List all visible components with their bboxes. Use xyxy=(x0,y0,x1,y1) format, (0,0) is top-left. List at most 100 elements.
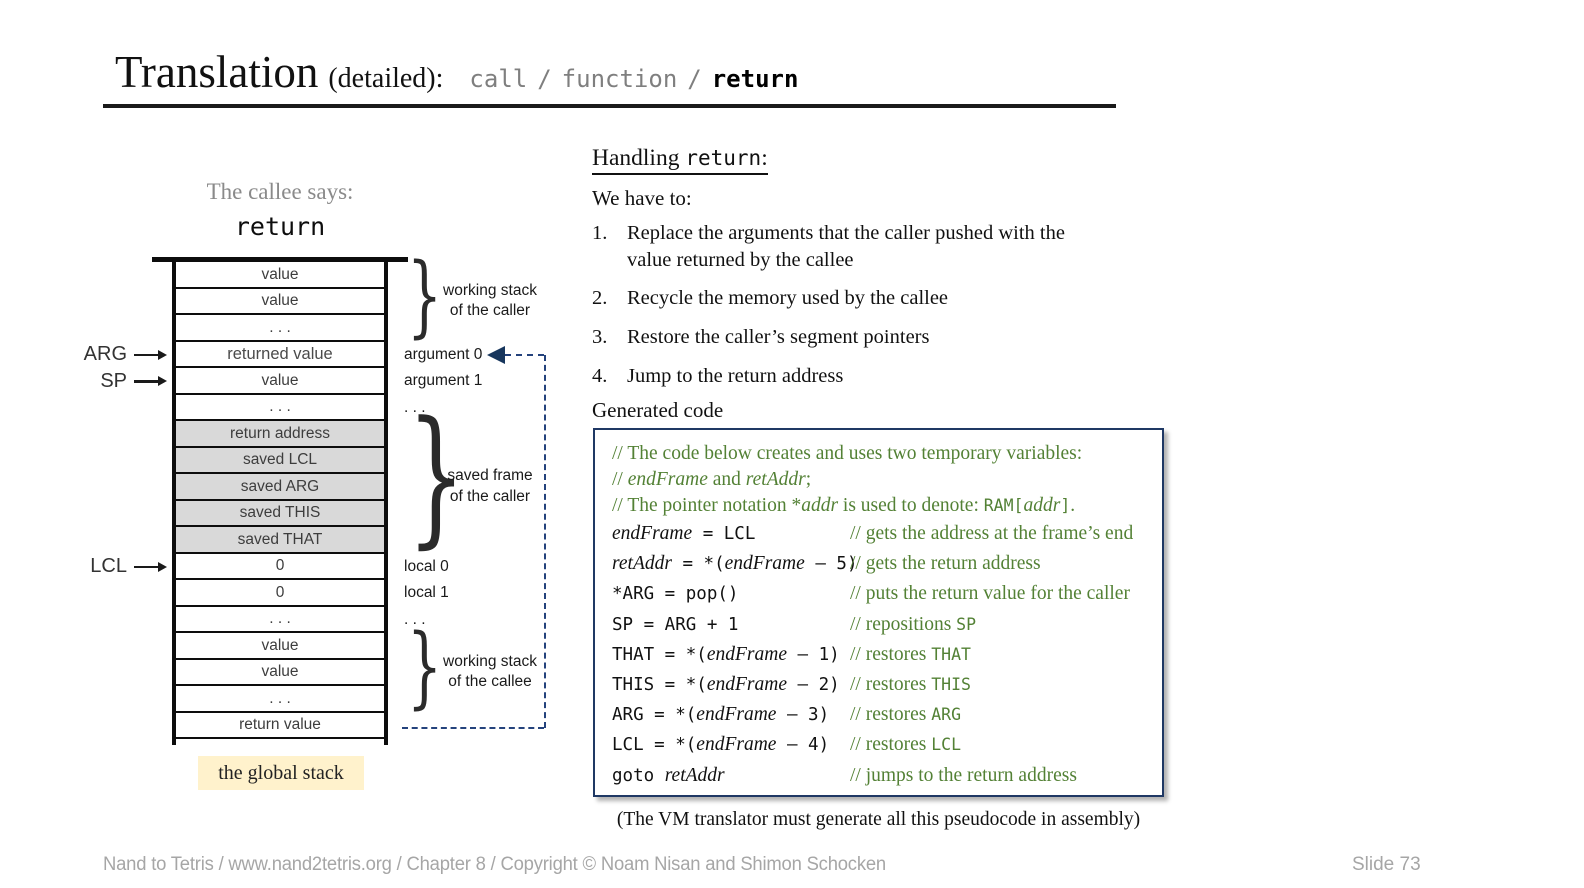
pointer-arg: ARG xyxy=(55,342,167,369)
step-item: 3.Restore the caller’s segment pointers xyxy=(592,324,1072,351)
code-segment: // restores xyxy=(850,734,932,756)
step-number: 4. xyxy=(592,364,608,387)
title-command-list: call/function/return xyxy=(469,65,798,93)
code-statement: ARG = *(endFrame – 3) xyxy=(612,704,850,726)
stack-row: value xyxy=(176,660,384,686)
segment-label: argument 1 xyxy=(404,372,483,390)
pointer-sp: SP xyxy=(55,368,167,395)
code-line: retAddr = *(endFrame – 5)// gets the ret… xyxy=(612,553,1154,583)
code-segment: // The pointer notation * xyxy=(612,495,802,516)
code-segment: THIS = *( xyxy=(612,674,707,695)
brace-icon: } xyxy=(407,613,443,718)
stack-row: saved THIS xyxy=(176,500,384,527)
code-segment: ; xyxy=(805,469,812,490)
code-segment: retAddr xyxy=(664,764,725,786)
stack-top-bar xyxy=(152,257,408,262)
code-segment: – 1) xyxy=(786,644,840,665)
step-text: Restore the caller’s segment pointers xyxy=(627,325,930,348)
code-inline-comment: // restores ARG xyxy=(850,704,961,726)
stack-row: value xyxy=(176,633,384,660)
stack-row-text: value xyxy=(261,371,299,389)
code-segment: endFrame xyxy=(612,523,693,544)
segment-label: argument 0 xyxy=(404,345,483,363)
step-item: 1.Replace the arguments that the caller … xyxy=(592,220,1072,273)
code-line: SP = ARG + 1// repositions SP xyxy=(612,614,1154,644)
code-segment: // gets the return address xyxy=(850,553,1041,575)
code-statement: SP = ARG + 1 xyxy=(612,615,850,635)
code-inline-comment: // restores LCL xyxy=(850,734,961,756)
intro-text: We have to: xyxy=(592,186,692,210)
code-segment: and xyxy=(707,469,746,490)
stack-row-text: saved THAT xyxy=(237,530,323,548)
code-segment: is used to denote: xyxy=(838,495,984,516)
code-segment: LCL = *( xyxy=(612,735,697,756)
title-command-function: function xyxy=(561,65,678,93)
code-line: goto retAddr // jumps to the return addre… xyxy=(612,765,1154,795)
code-segment: // restores xyxy=(850,704,932,726)
brace-label-line: saved frame xyxy=(447,467,533,485)
title-command-: / xyxy=(537,65,552,93)
brace-icon: } xyxy=(407,389,466,563)
code-segment: endFrame xyxy=(706,643,787,665)
heading-serif-part: Handling xyxy=(592,145,686,171)
slide-number: Slide 73 xyxy=(1352,854,1421,875)
code-comment-line: // The code below creates and uses two t… xyxy=(612,441,1154,467)
stack-row-text: saved LCL xyxy=(242,451,318,468)
title-subtitle: (detailed): xyxy=(328,63,444,94)
heading-mono-part: return xyxy=(685,146,762,170)
pointer-label: SP xyxy=(100,369,127,392)
segment-label: local 0 xyxy=(404,557,449,575)
slide-title: Translation (detailed): call/function/re… xyxy=(115,46,798,98)
code-segment: addr xyxy=(1023,495,1061,516)
stack-row-text: value xyxy=(261,636,299,654)
code-segment: LCL xyxy=(931,735,962,755)
title-divider xyxy=(103,104,1116,108)
step-text: Replace the arguments that the caller pu… xyxy=(627,222,1065,271)
stack-row: . . . xyxy=(176,686,384,713)
step-text: Recycle the memory used by the callee xyxy=(627,287,949,310)
step-item: 4.Jump to the return address xyxy=(592,363,1072,390)
stack-row: return value xyxy=(176,713,384,739)
stack-row: returned value xyxy=(176,342,384,368)
code-segment: SP xyxy=(956,614,977,634)
stack-row-text: value xyxy=(261,265,299,283)
code-inline-comment: // jumps to the return address xyxy=(850,765,1077,787)
brace-label-line: working stack xyxy=(443,281,537,299)
code-segment: – 2) xyxy=(786,674,840,695)
stack-row-text: returned value xyxy=(227,344,333,363)
stack-row-text: return value xyxy=(239,716,321,733)
stack-row: saved ARG xyxy=(176,474,384,501)
stack-row: 0 xyxy=(176,554,384,580)
code-segment: THAT xyxy=(931,644,971,664)
code-segment: ] xyxy=(1060,496,1071,515)
stack-row-text: saved THIS xyxy=(239,504,321,521)
step-number: 2. xyxy=(592,287,608,310)
code-segment: – 4) xyxy=(776,735,830,756)
pointer-label: ARG xyxy=(83,343,127,366)
stack-row: value xyxy=(176,262,384,289)
return-command-label: return xyxy=(234,212,326,241)
stack-row-text: . . . xyxy=(269,689,291,707)
code-segment: goto xyxy=(612,765,665,786)
stack-row-text: value xyxy=(261,292,299,309)
footer-attribution: Nand to Tetris / www.nand2tetris.org / C… xyxy=(103,854,886,875)
stack-row-text: 0 xyxy=(275,583,285,601)
code-line: THAT = *(endFrame – 1)// restores THAT xyxy=(612,644,1154,674)
code-segment: endFrame xyxy=(696,734,777,756)
code-segment: // puts the return value for the caller xyxy=(850,583,1130,605)
stack-row: return address xyxy=(176,421,384,448)
brace-label-line: of the caller xyxy=(449,302,531,320)
code-segment: endFrame xyxy=(696,704,777,726)
code-segment: // repositions xyxy=(850,613,957,635)
title-command-call: call xyxy=(469,65,528,93)
code-inline-comment: // repositions SP xyxy=(850,614,976,636)
code-statement: LCL = *(endFrame – 4) xyxy=(612,734,850,756)
code-inline-comment: // puts the return value for the caller xyxy=(850,583,1130,605)
code-segment: = *( xyxy=(671,554,725,575)
pointer-arrow-head-icon xyxy=(158,376,167,387)
title-command-return: return xyxy=(711,65,799,93)
code-segment: // restores xyxy=(850,643,932,665)
heading-colon: : xyxy=(761,145,768,171)
stack-row-text: saved ARG xyxy=(240,477,320,495)
